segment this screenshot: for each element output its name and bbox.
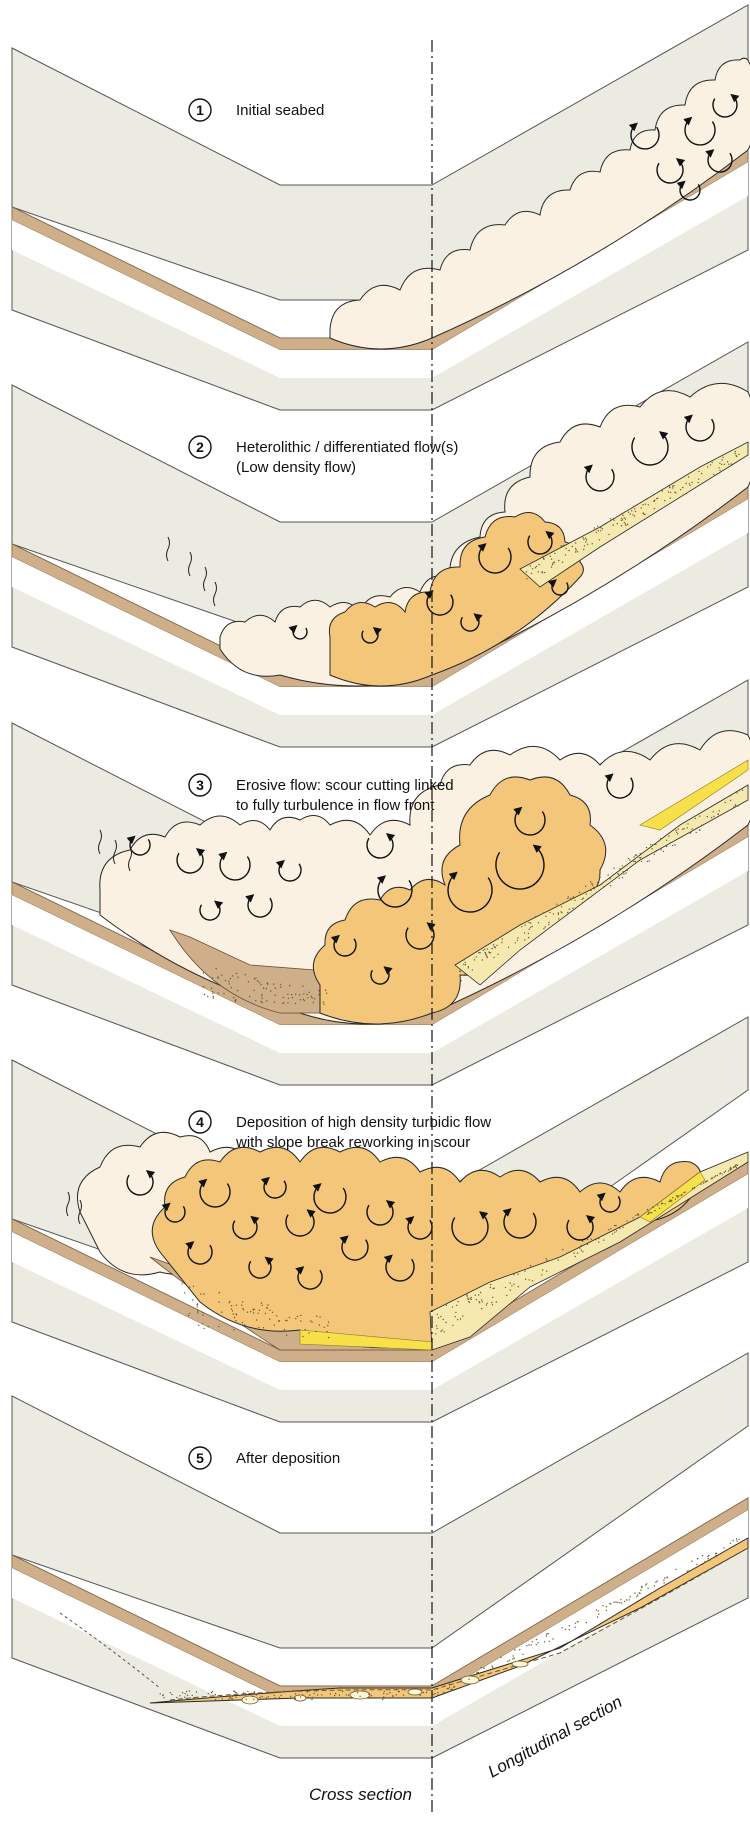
stage-description: Erosive flow: scour cutting linked <box>236 777 454 794</box>
stage-description: Heterolithic / differentiated flow(s) <box>236 439 458 456</box>
cross-section-label: Cross section <box>309 1785 412 1804</box>
sand-clast <box>242 1696 258 1704</box>
stage-description: with slope break reworking in scour <box>235 1134 470 1151</box>
sand-clast <box>512 1661 528 1667</box>
stage-number: 2 <box>196 439 204 455</box>
stage-description: (Low density flow) <box>236 459 356 476</box>
sand-clast <box>461 1676 479 1684</box>
sand-clast <box>408 1689 422 1695</box>
stage-description: Initial seabed <box>236 102 324 119</box>
stage-number: 5 <box>196 1450 204 1466</box>
stage-number: 4 <box>196 1114 204 1130</box>
stage-number: 1 <box>196 102 204 118</box>
stage-number: 3 <box>196 777 204 793</box>
stage-panel-1: 1 Initial seabed <box>12 5 750 410</box>
stage-description: After deposition <box>236 1450 340 1467</box>
stage-description: to fully turbulence in flow front <box>236 797 435 814</box>
stage-description: Deposition of high density turbidic flow <box>236 1114 491 1131</box>
